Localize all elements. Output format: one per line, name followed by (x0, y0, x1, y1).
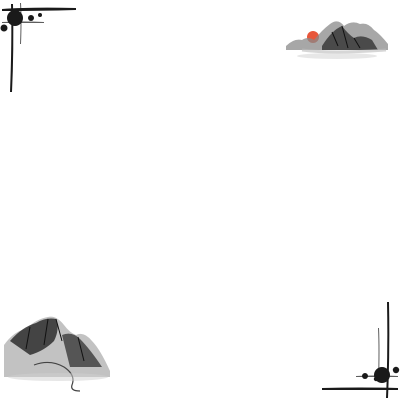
corner-brush-ornament-icon (0, 3, 76, 92)
mountain-sun-icon (286, 21, 388, 59)
corner-brush-ornament-icon (322, 302, 400, 398)
mountain-path-icon (4, 316, 110, 392)
